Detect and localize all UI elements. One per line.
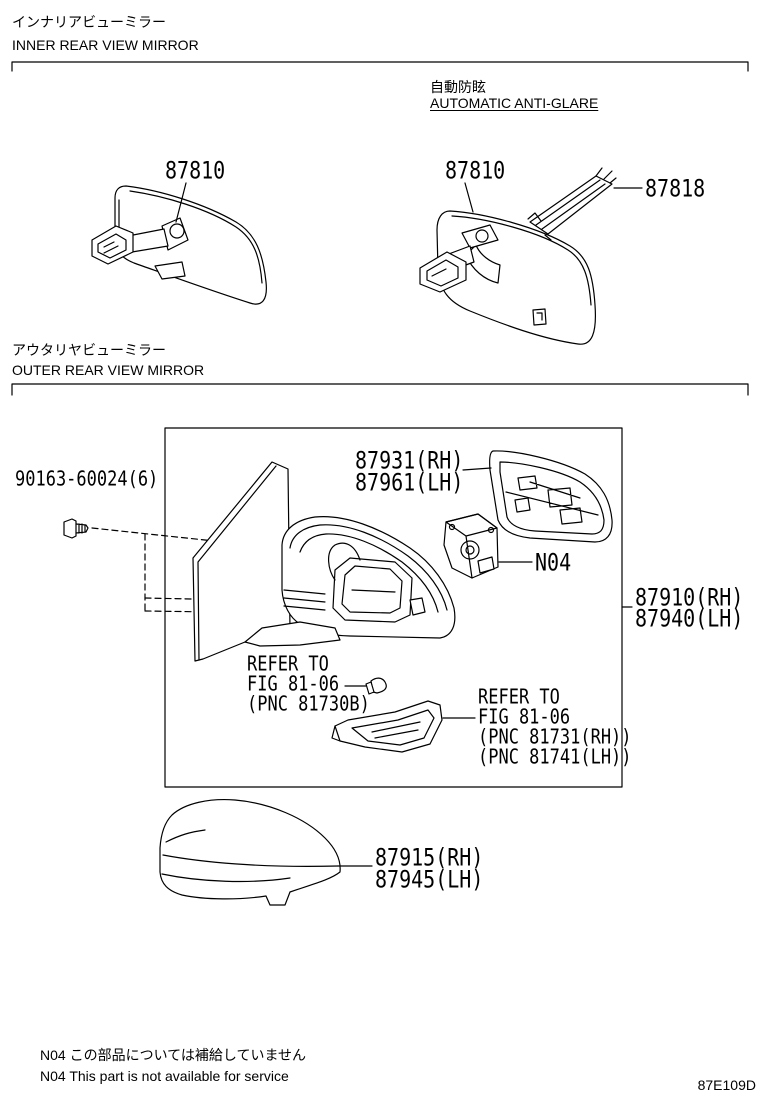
bulb-glass: [370, 677, 387, 694]
inner-section-title-ja: インナリアビューミラー: [12, 14, 166, 30]
cover-crease: [162, 854, 339, 867]
light-sensor: [532, 308, 547, 326]
callout-mirror-glass-lh[interactable]: 87961(LH): [355, 467, 464, 497]
callout-standard-mirror[interactable]: 87810: [165, 155, 226, 185]
cover-lower-edge: [161, 873, 291, 883]
anti-glare-title: AUTOMATIC ANTI-GLARE: [430, 95, 599, 111]
motor-gear: [460, 540, 480, 560]
leader-standard-mirror: [175, 182, 187, 223]
base-stripes: [283, 589, 326, 611]
callout-mirror-assembly-lh[interactable]: 87940(LH): [635, 603, 744, 633]
mirror-mount-clip-inner: [97, 233, 127, 259]
mirror-bezel: [451, 215, 592, 306]
outer-section-divider: [11, 383, 749, 396]
holder-outline: [489, 450, 613, 543]
footnote-en: N04 This part is not available for servi…: [40, 1068, 289, 1084]
bulb-reference-line[interactable]: REFER TO: [247, 652, 329, 677]
lamp-tab: [331, 725, 341, 742]
holder-features: [505, 475, 599, 525]
side-turn-signal-lamp: [331, 700, 443, 753]
outer-mirror-cover: [159, 798, 341, 906]
callout-screw[interactable]: 90163-60024(6): [15, 467, 159, 492]
turn-signal-reference-line[interactable]: (PNC 81731(RH)): [478, 725, 632, 750]
inner-mirror-standard: [91, 185, 267, 305]
motor-mount-hole: [448, 523, 456, 531]
side-mirror-bulb: [365, 677, 387, 695]
outer-mirror-housing: [244, 515, 456, 647]
cover-end: [527, 212, 552, 241]
turn-signal-reference-line[interactable]: (PNC 81741(LH)): [478, 745, 632, 770]
mirror-pivot: [475, 229, 489, 243]
outer-section-title-ja: アウタリヤビューミラー: [12, 342, 166, 358]
anti-glare-title-ja: 自動防眩: [430, 79, 486, 95]
harness-cable: [328, 542, 361, 581]
housing-connector: [409, 597, 426, 616]
inner-section-divider: [11, 61, 749, 72]
leader-anti-glare-mirror: [464, 182, 474, 213]
dashed-line: [91, 527, 281, 549]
inner-section-title: INNER REAR VIEW MIRROR: [12, 37, 199, 53]
footnote-ja: N04 この部品については補給していません: [40, 1047, 307, 1063]
holder-recess: [499, 461, 605, 535]
screw-shaft: [75, 523, 89, 534]
motor-top-plate: [445, 513, 498, 579]
mirror-pivot: [169, 223, 185, 239]
cover-highlight: [165, 829, 206, 843]
callout-anti-glare-mirror[interactable]: 87810: [445, 155, 506, 185]
outer-section-title: OUTER REAR VIEW MIRROR: [12, 362, 205, 378]
leader-mirror-glass: [462, 467, 492, 471]
bulb-reference-line[interactable]: (PNC 81730B): [247, 692, 370, 717]
callout-mirror-cover-lh[interactable]: 87945(LH): [375, 864, 484, 894]
bulb-reference-line[interactable]: FIG 81-06: [247, 672, 340, 697]
mirror-stem: [465, 244, 501, 284]
mirror-motor: [443, 513, 499, 579]
callout-mirror-stay-cover[interactable]: 87818: [645, 173, 706, 203]
screw: [63, 518, 89, 539]
mirror-base: [244, 621, 341, 647]
inner-mirror-auto-anti-glare: [419, 210, 597, 345]
motor-mount-hole: [487, 526, 495, 534]
cover-outline: [159, 798, 341, 906]
cover-wires: [595, 167, 617, 184]
bulb-base: [365, 681, 375, 695]
motor-gear-hub: [465, 545, 475, 555]
cover-channel: [535, 179, 606, 230]
actuator-frame: [332, 557, 413, 623]
callout-mirror-glass-rh[interactable]: 87931(RH): [355, 445, 464, 475]
housing-rim: [289, 524, 448, 611]
housing-rim-inner: [299, 533, 439, 613]
mirror-stay-cover: [527, 167, 617, 241]
figure-code: 87E109D: [697, 1077, 756, 1093]
turn-signal-reference-line[interactable]: REFER TO: [478, 685, 560, 710]
mirror-mount-clip-inner: [426, 259, 459, 287]
mirror-glass-holder: [489, 450, 613, 543]
callout-motor[interactable]: N04: [535, 547, 572, 577]
mirror-bottom-tab: [154, 261, 186, 280]
mirror-bezel: [129, 190, 263, 284]
callout-mirror-cover-rh[interactable]: 87915(RH): [375, 842, 484, 872]
lamp-lens: [351, 709, 435, 746]
turn-signal-reference-line[interactable]: FIG 81-06: [478, 705, 571, 730]
actuator-frame-inner: [341, 565, 403, 614]
motor-connector: [477, 556, 495, 574]
lamp-stripes: [371, 721, 421, 739]
cover-body: [529, 175, 613, 235]
glass-edge: [197, 465, 277, 661]
screw-head: [63, 518, 77, 539]
callout-mirror-assembly-rh[interactable]: 87910(RH): [635, 582, 744, 612]
